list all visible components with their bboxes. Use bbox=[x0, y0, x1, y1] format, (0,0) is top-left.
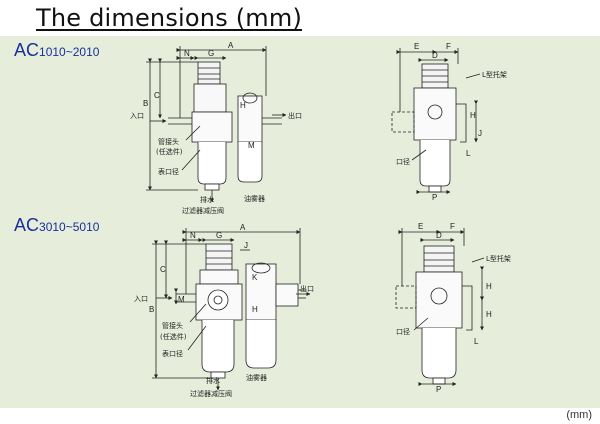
front-view-large bbox=[152, 228, 311, 391]
svg-text:口径: 口径 bbox=[396, 157, 410, 166]
svg-text:M: M bbox=[178, 295, 185, 304]
svg-text:J: J bbox=[478, 129, 482, 138]
side-view-small-text: L型托架 口径 E F D H J L P bbox=[396, 42, 507, 202]
svg-text:P: P bbox=[432, 193, 437, 202]
svg-text:E: E bbox=[418, 222, 423, 231]
svg-text:L型托架: L型托架 bbox=[482, 70, 507, 79]
front-view-small bbox=[146, 46, 287, 203]
units-note: (mm) bbox=[566, 409, 592, 421]
svg-text:入口: 入口 bbox=[130, 112, 144, 120]
svg-text:L: L bbox=[474, 337, 479, 346]
side-view-small bbox=[391, 48, 481, 194]
svg-text:B: B bbox=[143, 99, 148, 108]
svg-text:D: D bbox=[436, 231, 442, 240]
svg-text:排水: 排水 bbox=[206, 376, 220, 385]
svg-text:C: C bbox=[154, 91, 160, 100]
svg-text:C: C bbox=[160, 265, 166, 274]
svg-text:J: J bbox=[244, 241, 248, 250]
svg-text:M: M bbox=[248, 141, 255, 150]
svg-text:(任选件): (任选件) bbox=[156, 147, 183, 156]
svg-text:F: F bbox=[450, 222, 455, 231]
svg-text:A: A bbox=[240, 223, 246, 232]
side-view-large bbox=[395, 228, 485, 386]
svg-text:油雾器: 油雾器 bbox=[246, 373, 267, 382]
svg-text:排水: 排水 bbox=[200, 195, 214, 204]
svg-text:D: D bbox=[432, 51, 438, 60]
svg-text:过滤器减压阀: 过滤器减压阀 bbox=[182, 206, 224, 215]
svg-text:P: P bbox=[436, 385, 441, 394]
svg-text:L型托架: L型托架 bbox=[486, 254, 511, 263]
model-label-large: AC3010~5010 bbox=[14, 215, 100, 235]
svg-text:管接头: 管接头 bbox=[162, 321, 183, 330]
svg-text:N: N bbox=[190, 231, 196, 240]
svg-text:H: H bbox=[252, 305, 258, 314]
svg-text:表口径: 表口径 bbox=[162, 349, 183, 358]
svg-text:K: K bbox=[252, 273, 258, 282]
svg-text:H: H bbox=[470, 111, 476, 120]
svg-text:B: B bbox=[149, 305, 154, 314]
front-view-small-text: 入口 出口 管接头 (任选件) 表口径 排水 过滤器减压阀 油雾器 A N G … bbox=[130, 41, 302, 215]
side-view-large-text: L型托架 口径 E F D H H L P bbox=[396, 222, 511, 394]
svg-text:(任选件): (任选件) bbox=[160, 332, 187, 341]
svg-text:N: N bbox=[184, 49, 190, 58]
svg-text:过滤器减压阀: 过滤器减压阀 bbox=[190, 389, 232, 398]
svg-text:表口径: 表口径 bbox=[158, 167, 179, 176]
front-view-large-text: 入口 出口 管接头 (任选件) 表口径 排水 过滤器减压阀 油雾器 A N G … bbox=[134, 223, 314, 398]
svg-text:A: A bbox=[228, 41, 234, 50]
svg-text:H: H bbox=[240, 101, 246, 110]
svg-text:H: H bbox=[486, 310, 492, 319]
svg-text:管接头: 管接头 bbox=[158, 137, 179, 146]
svg-text:出口: 出口 bbox=[300, 284, 314, 293]
svg-text:H: H bbox=[486, 282, 492, 291]
svg-text:F: F bbox=[446, 42, 451, 51]
svg-text:L: L bbox=[466, 149, 471, 158]
diagram-panel bbox=[0, 36, 600, 408]
svg-text:出口: 出口 bbox=[288, 111, 302, 120]
svg-text:E: E bbox=[414, 42, 419, 51]
svg-text:G: G bbox=[216, 231, 222, 240]
svg-text:G: G bbox=[208, 49, 214, 58]
page-title: The dimensions (mm) bbox=[36, 4, 303, 32]
model-label-small: AC1010~2010 bbox=[14, 40, 100, 60]
svg-text:油雾器: 油雾器 bbox=[244, 194, 265, 203]
svg-text:口径: 口径 bbox=[396, 327, 410, 336]
svg-text:入口: 入口 bbox=[134, 295, 148, 303]
